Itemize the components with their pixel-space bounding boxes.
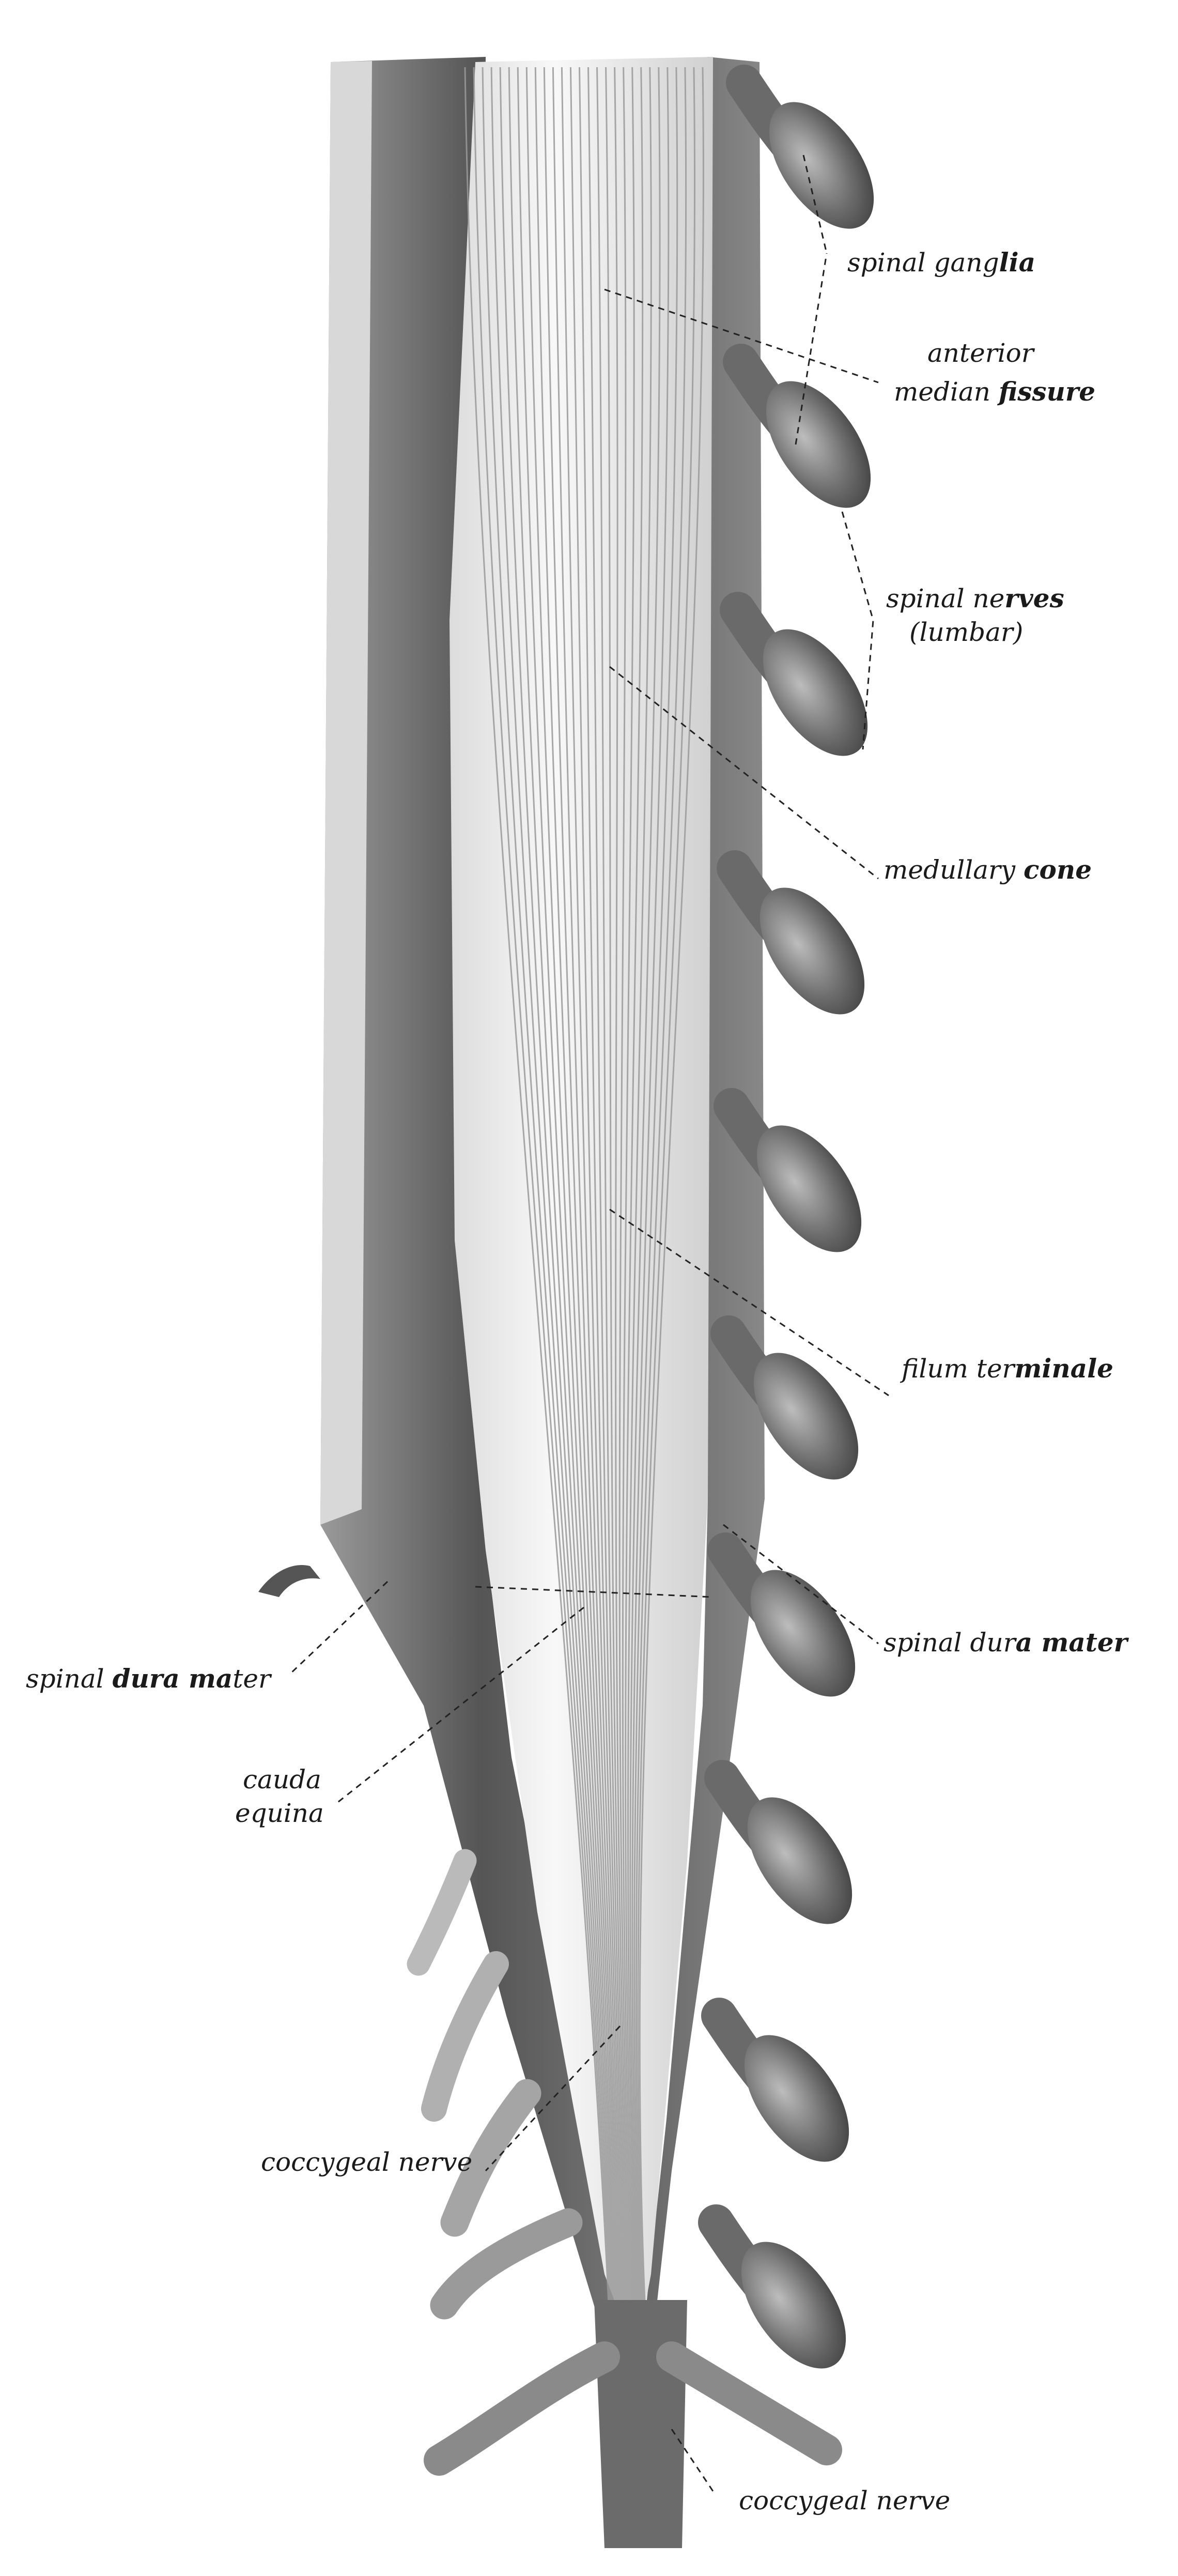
nerve-root-strand bbox=[569, 67, 627, 2326]
label-spinal-nerves-2: (lumbar) bbox=[909, 617, 1023, 647]
nerve-root-strand bbox=[517, 67, 619, 2326]
spinal-ganglion bbox=[707, 1532, 856, 1697]
leader-lines bbox=[288, 155, 889, 2492]
spinal-ganglion bbox=[704, 1760, 853, 1924]
label-coccygeal-nerve-left: coccygeal nerve bbox=[261, 2147, 472, 2177]
dura-flap bbox=[258, 1565, 320, 1597]
nerve-root-strand bbox=[631, 67, 670, 2326]
spinal-ganglion bbox=[701, 1998, 849, 2162]
spinal-ganglion bbox=[726, 65, 874, 229]
nerve-root-strand bbox=[639, 67, 704, 2326]
nerve-root-strand bbox=[625, 67, 644, 2326]
spinal-ganglion bbox=[723, 344, 871, 508]
nerve-root-strand bbox=[534, 67, 622, 2326]
label-cauda-equina-1: cauda bbox=[243, 1765, 321, 1795]
spinal-ganglion bbox=[717, 850, 865, 1015]
nerve-root-strand bbox=[596, 67, 631, 2326]
cauda-equina-bundle bbox=[450, 57, 713, 2357]
nerve-root-strand bbox=[614, 67, 633, 2326]
label-spinal-dura-mater-left: spinal dura mater bbox=[26, 1663, 272, 1694]
nerve-root-strand bbox=[464, 67, 611, 2326]
nerve-root-strand bbox=[618, 67, 635, 2326]
nerve-root-strand bbox=[499, 67, 616, 2326]
label-coccygeal-nerve-bottom: coccygeal nerve bbox=[739, 2486, 950, 2516]
nerve-root-strand bbox=[578, 67, 628, 2326]
nerve-root-strand bbox=[633, 67, 678, 2326]
nerve-root-strand bbox=[587, 67, 629, 2326]
nerve-root-strand bbox=[635, 67, 687, 2326]
label-spinal-dura-mater-right: spinal dura mater bbox=[884, 1627, 1129, 1658]
coccygeal-stem bbox=[407, 1849, 842, 2548]
label-cauda-equina-2: equina bbox=[235, 1798, 324, 1828]
nerve-root-strand bbox=[637, 67, 696, 2326]
label-anterior-median-fissure-2: median fissure bbox=[894, 376, 1095, 407]
nerve-root-strand bbox=[627, 67, 652, 2326]
spinal-ganglion bbox=[710, 1315, 859, 1480]
nerve-root-strand bbox=[525, 67, 620, 2326]
label-spinal-ganglia: spinal ganglia bbox=[847, 247, 1035, 278]
label-spinal-nerves-1: spinal nerves bbox=[886, 583, 1064, 614]
nerve-root-strand bbox=[622, 67, 636, 2326]
label-filum-terminale: filum terminale bbox=[900, 1353, 1113, 1384]
label-anterior-median-fissure-1: anterior bbox=[927, 338, 1035, 368]
nerve-root-strand bbox=[561, 67, 626, 2326]
nerve-root-strand bbox=[629, 67, 661, 2326]
nerve-root-strand bbox=[490, 67, 615, 2326]
spinal-ganglion bbox=[714, 1088, 862, 1252]
nerve-root-strand bbox=[482, 67, 613, 2326]
nerve-root-strand bbox=[508, 67, 617, 2326]
spinal-ganglion bbox=[698, 2204, 846, 2369]
label-medullary-cone: medullary cone bbox=[884, 854, 1092, 885]
spinal-ganglion bbox=[720, 592, 868, 756]
spinal-ganglia-group bbox=[698, 65, 874, 2369]
nerve-root-strand bbox=[543, 67, 623, 2326]
nerve-root-strand bbox=[552, 67, 624, 2326]
nerve-root-strand bbox=[473, 67, 612, 2326]
